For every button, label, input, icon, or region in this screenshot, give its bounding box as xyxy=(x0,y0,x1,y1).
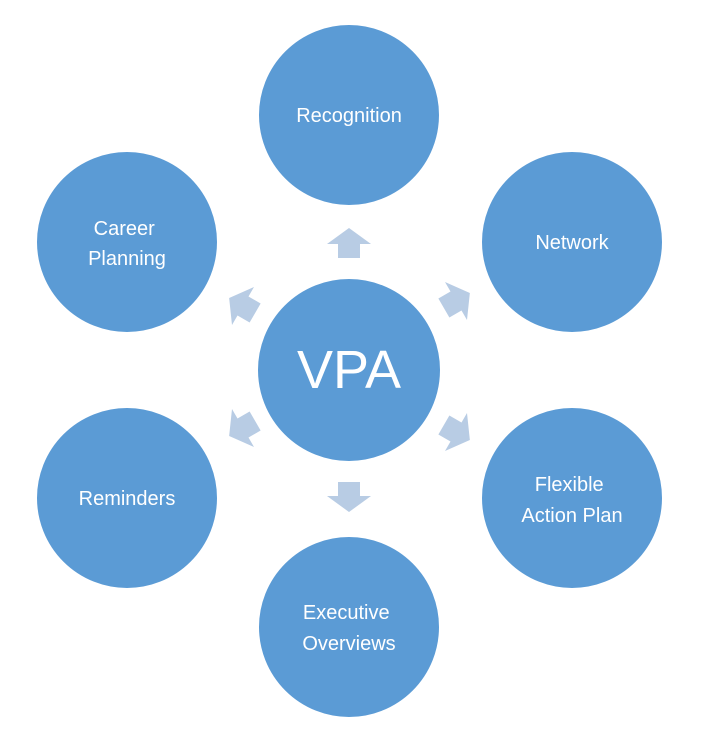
satellite-label-line: Overviews xyxy=(302,633,395,655)
satellite-executive-overviews: Executive Overviews xyxy=(257,535,441,719)
center-node: VPA xyxy=(256,277,442,463)
satellite-network: Network xyxy=(480,150,664,334)
arrow-to-executive-overviews xyxy=(327,482,371,512)
satellite-label: Reminders xyxy=(79,488,176,510)
center-label: VPA xyxy=(297,340,401,400)
satellite-label: Flexible Action Plan xyxy=(521,474,622,527)
arrow-to-flexible-action-plan xyxy=(438,412,470,452)
satellite-reminders: Reminders xyxy=(35,406,219,590)
satellite-flexible-action-plan: Flexible Action Plan xyxy=(480,406,664,590)
satellite-label-line: Recognition xyxy=(296,105,402,127)
arrows xyxy=(229,228,470,512)
satellite-label: Network xyxy=(535,232,609,254)
satellite-label: Executive Overviews xyxy=(302,602,395,655)
arrow-to-reminders xyxy=(229,408,261,448)
arrow-to-network xyxy=(438,281,470,321)
satellite-label-line: Network xyxy=(535,232,609,254)
satellite-label-line: Reminders xyxy=(79,488,176,510)
satellite-label-line: Career xyxy=(94,218,155,240)
satellite-label-line: Planning xyxy=(88,248,166,270)
arrow-to-career-planning xyxy=(229,286,261,326)
arrow-to-recognition xyxy=(327,228,371,258)
satellite-recognition: Recognition xyxy=(257,23,441,207)
satellite-label: Recognition xyxy=(296,105,402,127)
satellite-label-line: Executive xyxy=(303,602,390,624)
satellite-career-planning: Career Planning xyxy=(35,150,219,334)
satellite-label: Career Planning xyxy=(88,218,166,270)
satellite-label-line: Action Plan xyxy=(521,505,622,527)
satellite-label-line: Flexible xyxy=(535,474,604,496)
